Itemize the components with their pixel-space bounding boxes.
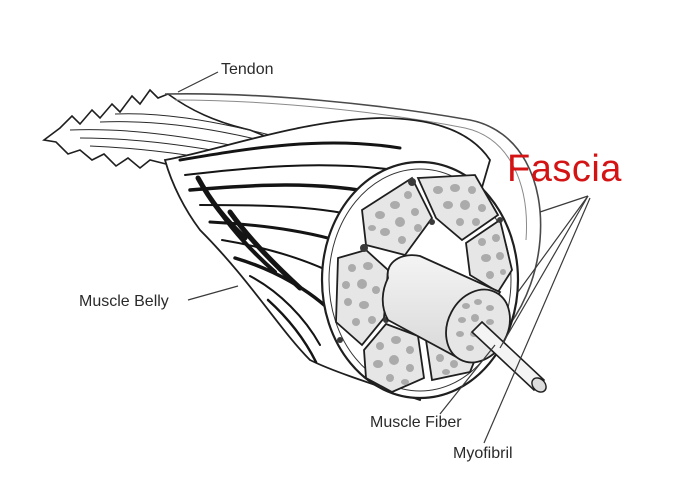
myofibril-label: Myofibril: [453, 445, 513, 462]
tendon-label: Tendon: [221, 61, 274, 78]
leader-lines: [177, 71, 591, 444]
myofibril-rod: [470, 320, 547, 393]
muscle-belly-label: Muscle Belly: [79, 293, 169, 310]
muscle-fiber-label: Muscle Fiber: [370, 414, 462, 431]
fascia-inner-sheath: [174, 99, 527, 241]
fascia-label: Fascia: [507, 148, 622, 190]
fascicle: [361, 176, 434, 257]
fascicle: [363, 322, 425, 394]
fascicle: [416, 174, 500, 242]
fascicle: [465, 218, 513, 294]
